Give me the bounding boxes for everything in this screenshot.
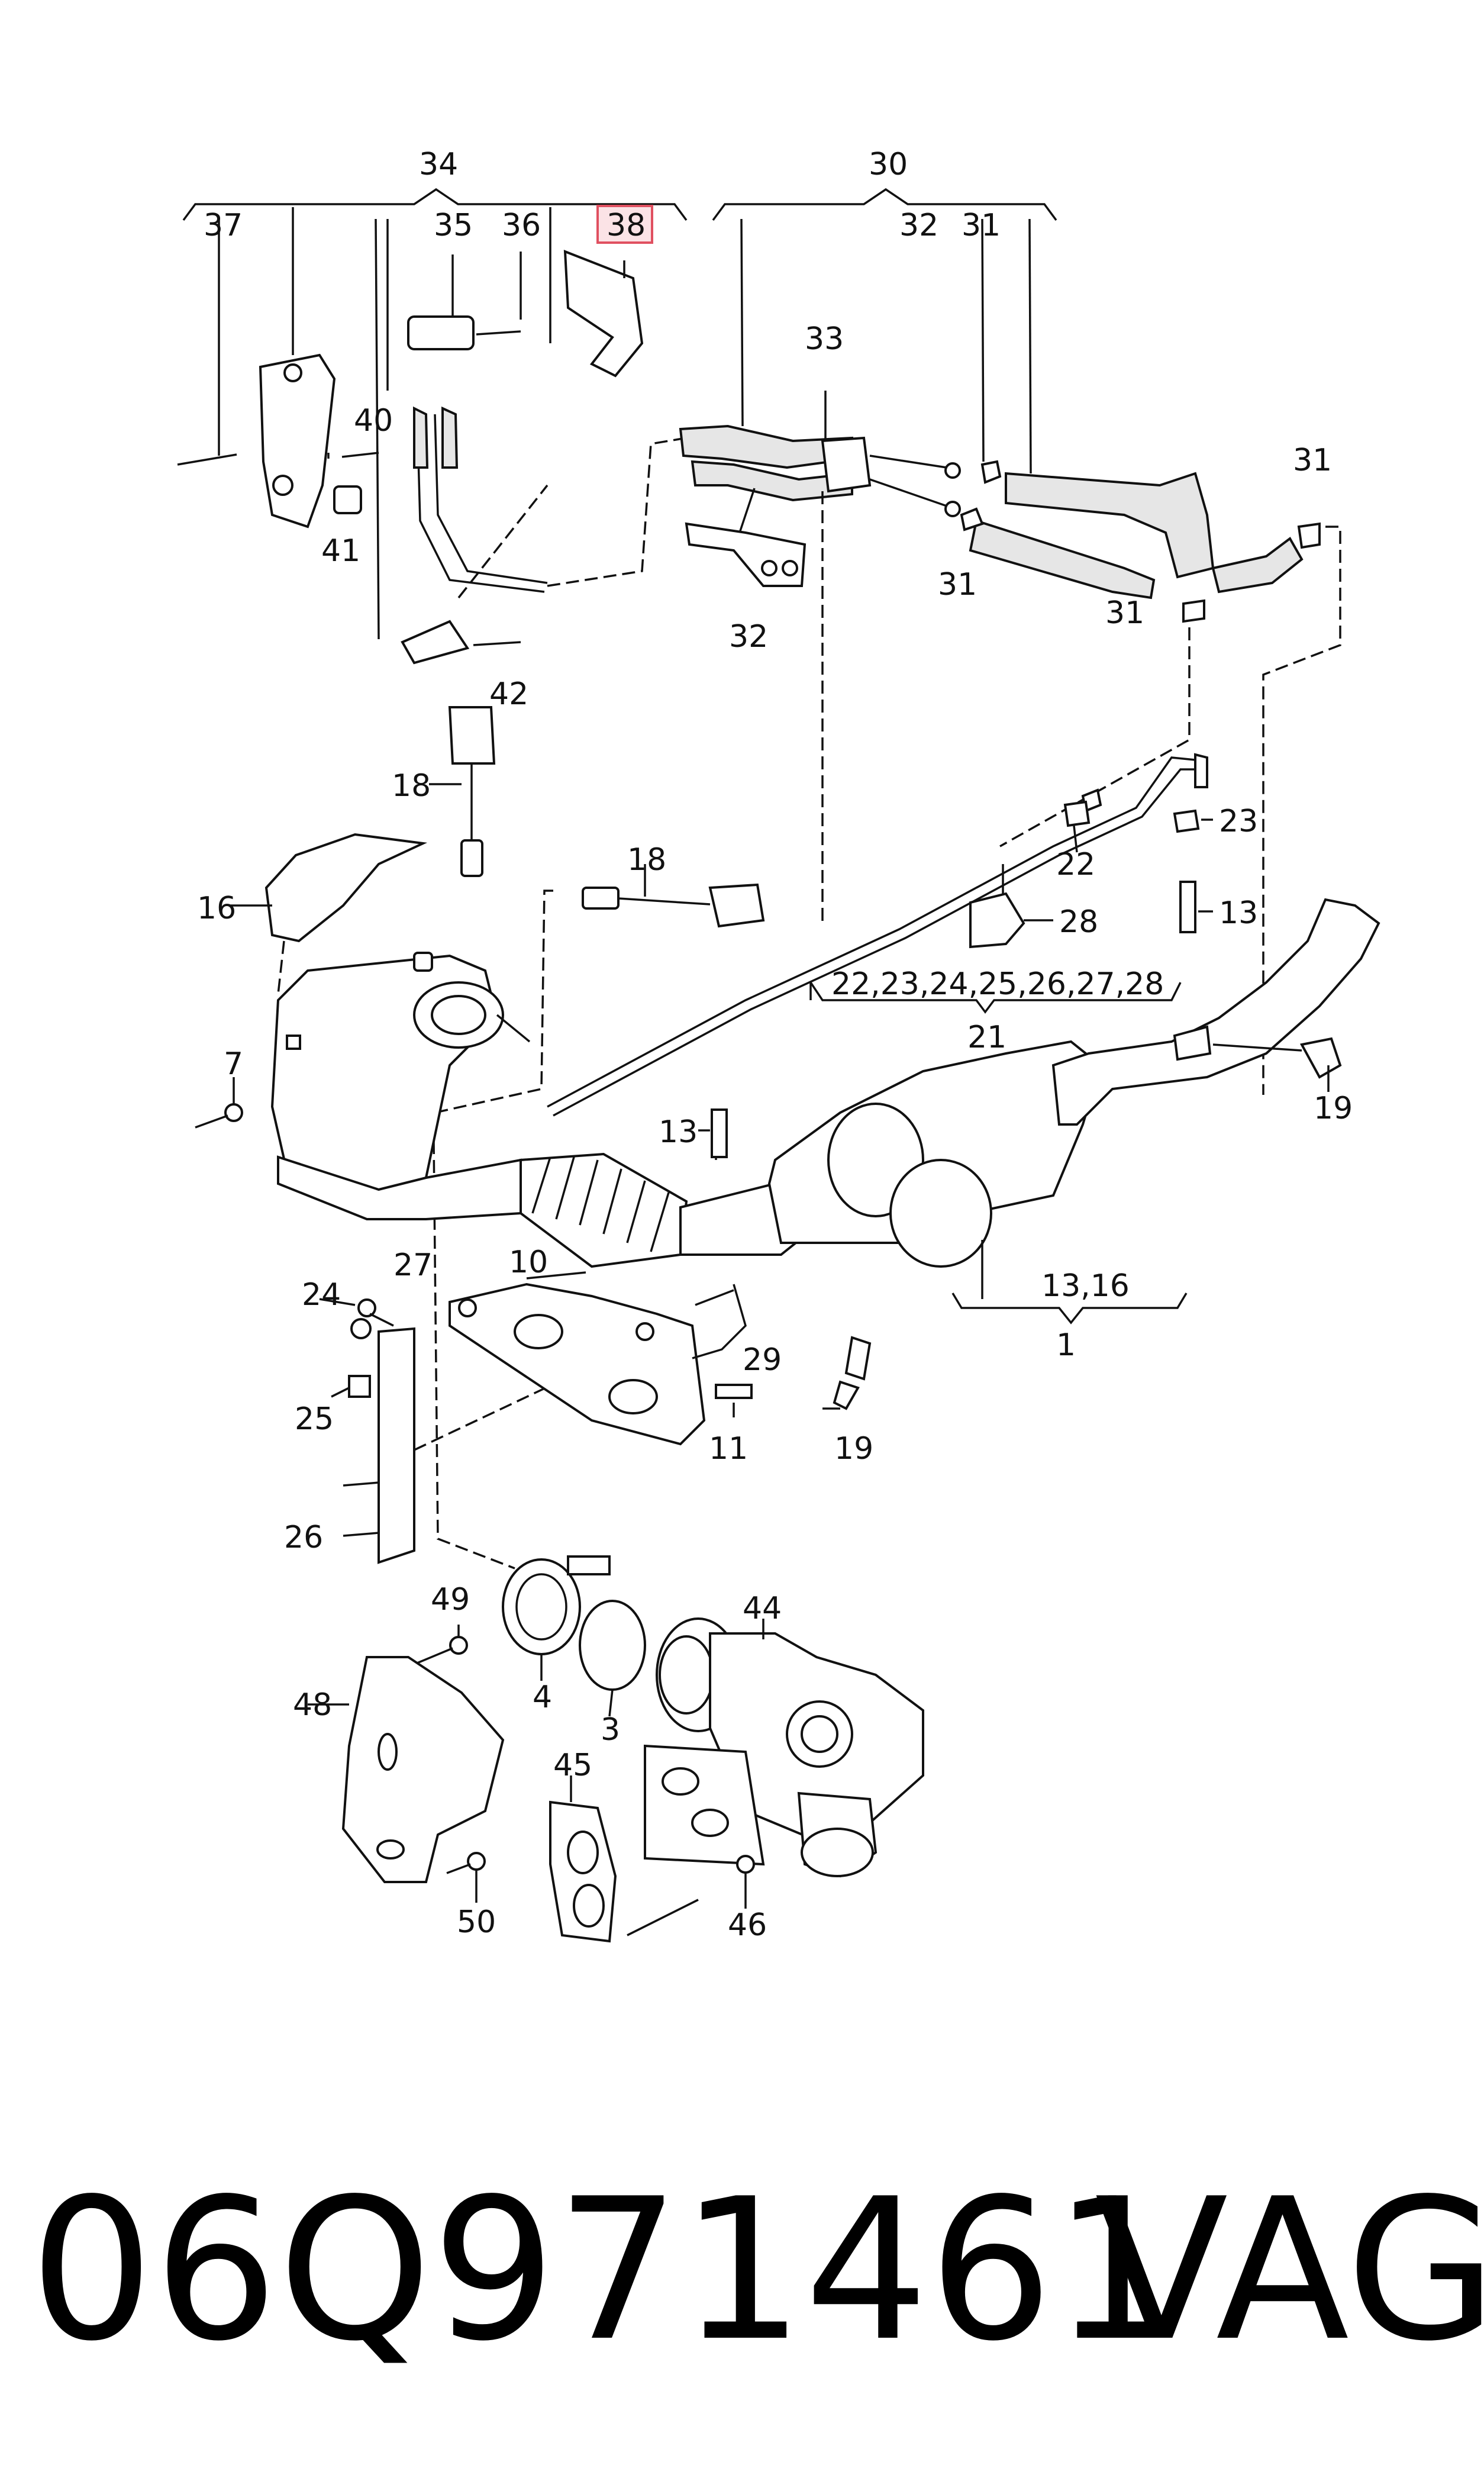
flange-gasket-10 (449, 1271, 872, 1446)
callout-18-upper: 18 (392, 768, 431, 804)
callout-40: 40 (354, 403, 393, 439)
callout-28: 28 (1059, 904, 1098, 940)
part-number: 06Q971461 (30, 2157, 1177, 2384)
bolt-50 (446, 1852, 486, 1903)
callout-31-top: 31 (962, 208, 1001, 243)
callout-31-mid: 31 (938, 567, 977, 602)
callout-21-list: 22,23,24,25,26,27,28 (831, 966, 1164, 1002)
callout-42: 42 (489, 676, 528, 712)
pressure-lines-34 (375, 218, 687, 665)
heat-shield-38 (549, 207, 644, 378)
turbocharger-44 (644, 1617, 924, 1878)
main-exhaust-pipe-1 (767, 898, 1380, 1325)
callout-24: 24 (302, 1277, 341, 1313)
temperature-sensor-line-21 (547, 753, 1208, 1117)
callout-23: 23 (1219, 804, 1258, 839)
callout-21: 21 (967, 1020, 1006, 1055)
callout-31-right: 31 (1293, 443, 1332, 478)
callout-25: 25 (295, 1401, 334, 1437)
callout-11: 11 (709, 1431, 748, 1467)
callout-30: 30 (869, 147, 908, 182)
callout-45: 45 (553, 1748, 592, 1783)
brand-name: VAG (1095, 2157, 1484, 2384)
stud-46 (627, 1855, 755, 1936)
callout-36: 36 (502, 208, 541, 243)
callout-4: 4 (533, 1680, 552, 1715)
heat-shield-bracket-37 (177, 207, 379, 529)
callout-16: 16 (197, 891, 236, 926)
callout-41: 41 (321, 533, 360, 569)
oxygen-sensor-18-upper (429, 706, 496, 877)
callout-46: 46 (728, 1907, 767, 1943)
callout-38: 38 (606, 208, 646, 243)
callout-33: 33 (805, 321, 844, 357)
callout-labels: 34 30 37 35 36 38 32 31 33 40 41 31 32 3… (197, 147, 1353, 1943)
callout-44: 44 (743, 1591, 782, 1626)
callout-50: 50 (457, 1904, 496, 1940)
callout-32-mid: 32 (729, 619, 768, 655)
heat-shield-16 (231, 833, 428, 995)
sensor-19-right (1299, 1037, 1342, 1092)
callout-19-lower: 19 (834, 1431, 873, 1467)
callout-32-top: 32 (899, 208, 938, 243)
callout-18-lower: 18 (627, 842, 666, 878)
heat-shield-48 (308, 1656, 505, 1883)
oxygen-sensor-18-lower (582, 864, 765, 928)
callout-19-right: 19 (1314, 1091, 1353, 1126)
callout-34: 34 (419, 147, 458, 182)
clamp-4 (502, 1555, 611, 1681)
callout-22: 22 (1056, 847, 1095, 882)
catalytic-converter-left (270, 952, 531, 1220)
callout-3: 3 (601, 1712, 620, 1748)
callout-13-16: 13,16 (1041, 1268, 1130, 1304)
gasket-45 (549, 1775, 617, 1943)
callout-48: 48 (293, 1687, 332, 1723)
highlight-box-38 (596, 205, 653, 244)
bracket-30 (712, 188, 1057, 221)
bracket-34 (182, 188, 688, 221)
bolt-49 (417, 1625, 468, 1664)
hose-assembly-30 (679, 218, 1321, 623)
mounting-bracket-24-25-26 (319, 1298, 628, 1564)
bolt-13-lower (698, 1108, 728, 1158)
bolt-7 (195, 1077, 243, 1129)
callout-29: 29 (743, 1342, 782, 1378)
callout-49: 49 (431, 1582, 470, 1617)
callout-35: 35 (434, 208, 473, 243)
fastener-clamp-22-23 (1063, 800, 1213, 853)
callout-27: 27 (393, 1248, 433, 1283)
bolt-13-upper (1179, 881, 1213, 933)
callout-1: 1 (1056, 1327, 1076, 1363)
callout-31-lower: 31 (1105, 595, 1144, 631)
callout-13-upper: 13 (1219, 895, 1258, 931)
callout-10: 10 (509, 1245, 548, 1280)
callout-13-lower: 13 (659, 1114, 698, 1150)
seal-ring-3 (579, 1600, 646, 1717)
callout-7: 7 (224, 1046, 243, 1082)
callout-26: 26 (284, 1520, 323, 1555)
pressure-sensor-35 (386, 219, 522, 391)
callout-37: 37 (204, 208, 243, 243)
bracket-28 (969, 864, 1053, 949)
